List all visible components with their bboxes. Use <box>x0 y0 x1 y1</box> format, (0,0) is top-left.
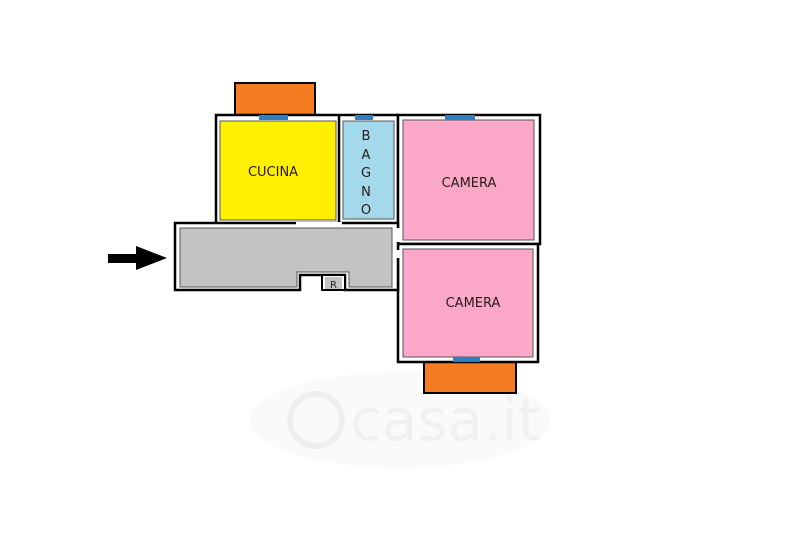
room-bedroom-1: CAMERA <box>396 113 542 246</box>
window <box>453 357 480 362</box>
room-label-bathroom-letter: G <box>361 166 371 181</box>
window <box>259 115 288 120</box>
room-label-bedroom-2: CAMERA <box>446 296 501 311</box>
balcony-top <box>234 82 316 117</box>
watermark: casa.it <box>250 372 550 468</box>
room-label-closet: R <box>330 280 337 291</box>
room-hallway <box>173 221 400 292</box>
room-bathroom: B A G N O <box>342 120 395 220</box>
room-label-kitchen: CUCINA <box>248 165 298 180</box>
room-kitchen: CUCINA <box>219 120 337 221</box>
watermark-text: casa.it <box>350 386 540 454</box>
room-label-bathroom-letter: O <box>361 203 371 218</box>
room-label-bathroom-letter: A <box>362 148 371 163</box>
balcony-bottom <box>423 360 517 394</box>
room-label-bathroom-letter: N <box>361 185 371 200</box>
entrance-arrow-icon <box>108 246 167 270</box>
room-label-bathroom-letter: B <box>362 129 371 144</box>
room-closet: R <box>321 274 346 291</box>
room-label-bedroom-1: CAMERA <box>442 176 497 191</box>
window <box>445 115 475 120</box>
casa-logo-icon <box>287 391 345 449</box>
room-bedroom-2: CAMERA <box>396 242 540 364</box>
window <box>355 115 373 120</box>
